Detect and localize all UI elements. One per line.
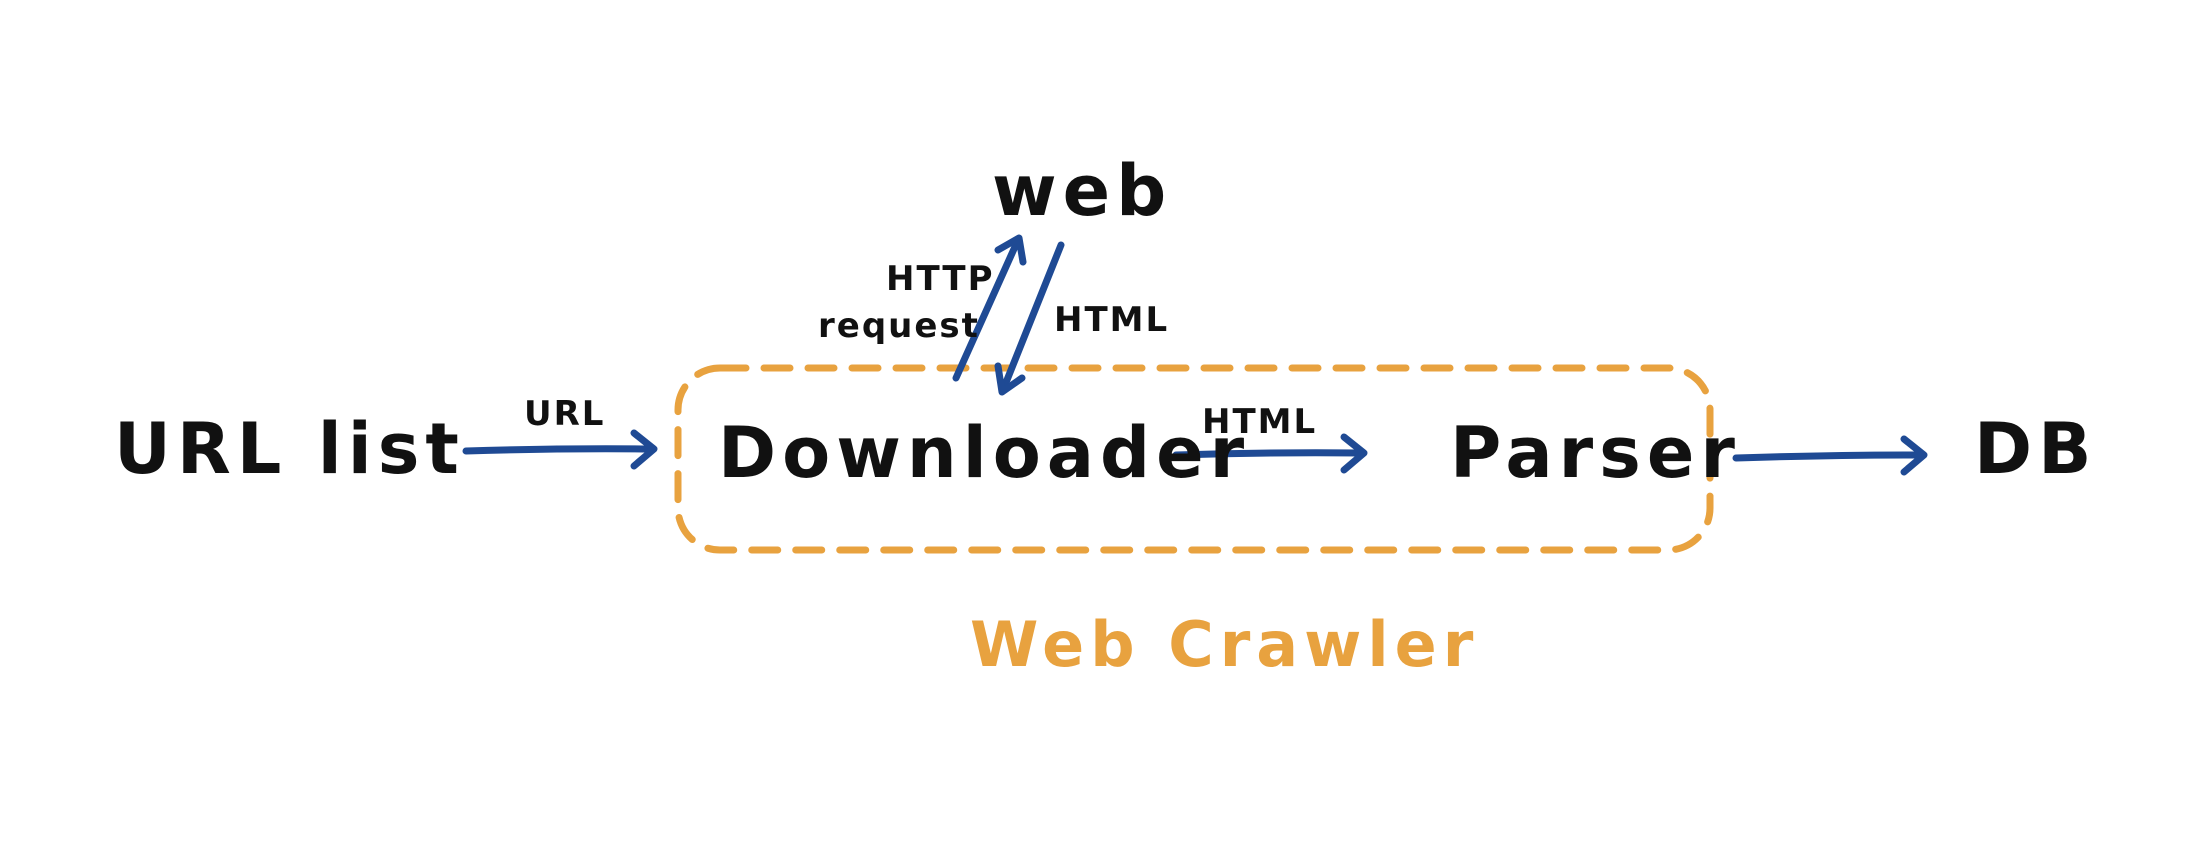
label-http-request-line1: HTTP — [886, 259, 995, 299]
label-http-request-line2: request — [818, 306, 980, 346]
group-label-web-crawler: Web Crawler — [970, 608, 1480, 681]
node-downloader: Downloader — [718, 412, 1251, 494]
node-parser: Parser — [1450, 412, 1741, 494]
label-html-from-web: HTML — [1054, 300, 1170, 340]
arrow-downloader-to-parser — [1172, 433, 1368, 474]
node-url-list: URL list — [114, 408, 465, 490]
node-db: DB — [1974, 408, 2098, 490]
arrow-http-request — [952, 234, 1027, 382]
arrow-url-to-downloader — [462, 429, 658, 470]
web-crawler-boundary — [674, 364, 1714, 554]
arrow-parser-to-db — [1732, 435, 1928, 476]
node-web: web — [992, 150, 1173, 232]
label-url: URL — [524, 394, 606, 434]
arrow-html-response — [994, 241, 1065, 396]
label-html-to-parser: HTML — [1202, 402, 1318, 442]
